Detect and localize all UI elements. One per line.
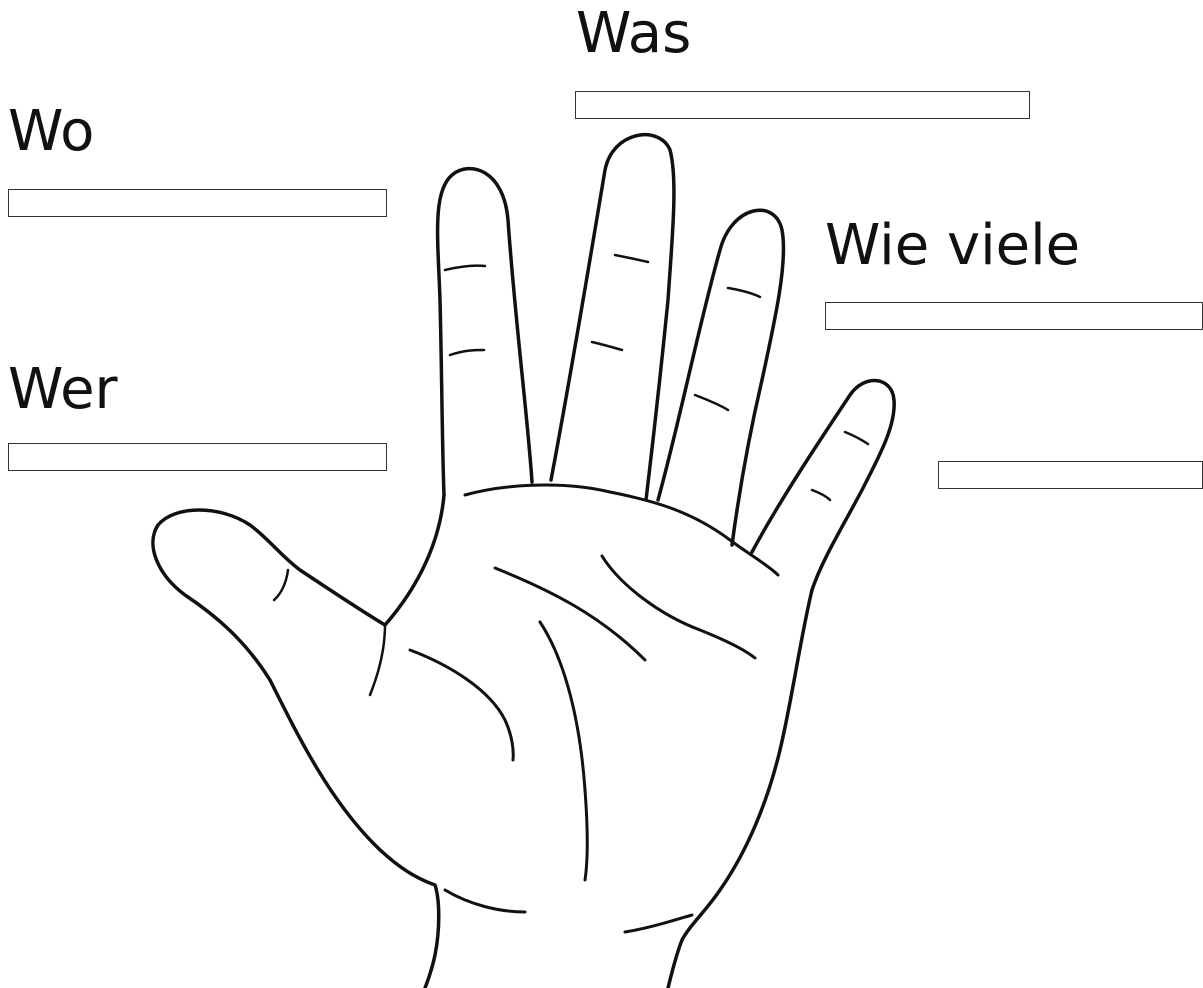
middle-joint-1 [615, 255, 648, 262]
answer-field-little-finger[interactable] [938, 461, 1203, 489]
index-joint-2 [450, 350, 484, 355]
answer-field-wer[interactable] [8, 443, 387, 471]
answer-field-wo[interactable] [8, 189, 387, 217]
answer-field-wie-viele[interactable] [825, 302, 1203, 330]
fate-line [540, 622, 587, 880]
thumb-base-crease [370, 625, 385, 695]
little-joint-1 [845, 432, 868, 444]
label-wer: Wer [8, 362, 118, 418]
wrist-crease [445, 890, 525, 912]
palm-left-edge [153, 495, 444, 988]
answer-field-was[interactable] [575, 91, 1030, 119]
ring-joint-2 [695, 395, 728, 410]
palm-right-edge [668, 590, 812, 988]
label-was: Was [576, 6, 691, 62]
heart-line [602, 556, 755, 658]
middle-finger [551, 135, 674, 500]
index-joint-1 [445, 266, 485, 270]
little-finger [752, 381, 894, 590]
ring-joint-1 [728, 288, 760, 297]
head-line [495, 568, 645, 660]
finger-base-crease [465, 485, 778, 575]
life-line [410, 650, 513, 760]
little-joint-2 [812, 490, 830, 500]
middle-joint-2 [592, 342, 622, 350]
thumb-knuckle-line [274, 570, 288, 600]
label-wo: Wo [8, 104, 94, 160]
index-finger [438, 169, 532, 495]
wrist-crease-right [625, 915, 692, 932]
label-wie-viele: Wie viele [825, 218, 1080, 274]
ring-finger [658, 210, 784, 545]
